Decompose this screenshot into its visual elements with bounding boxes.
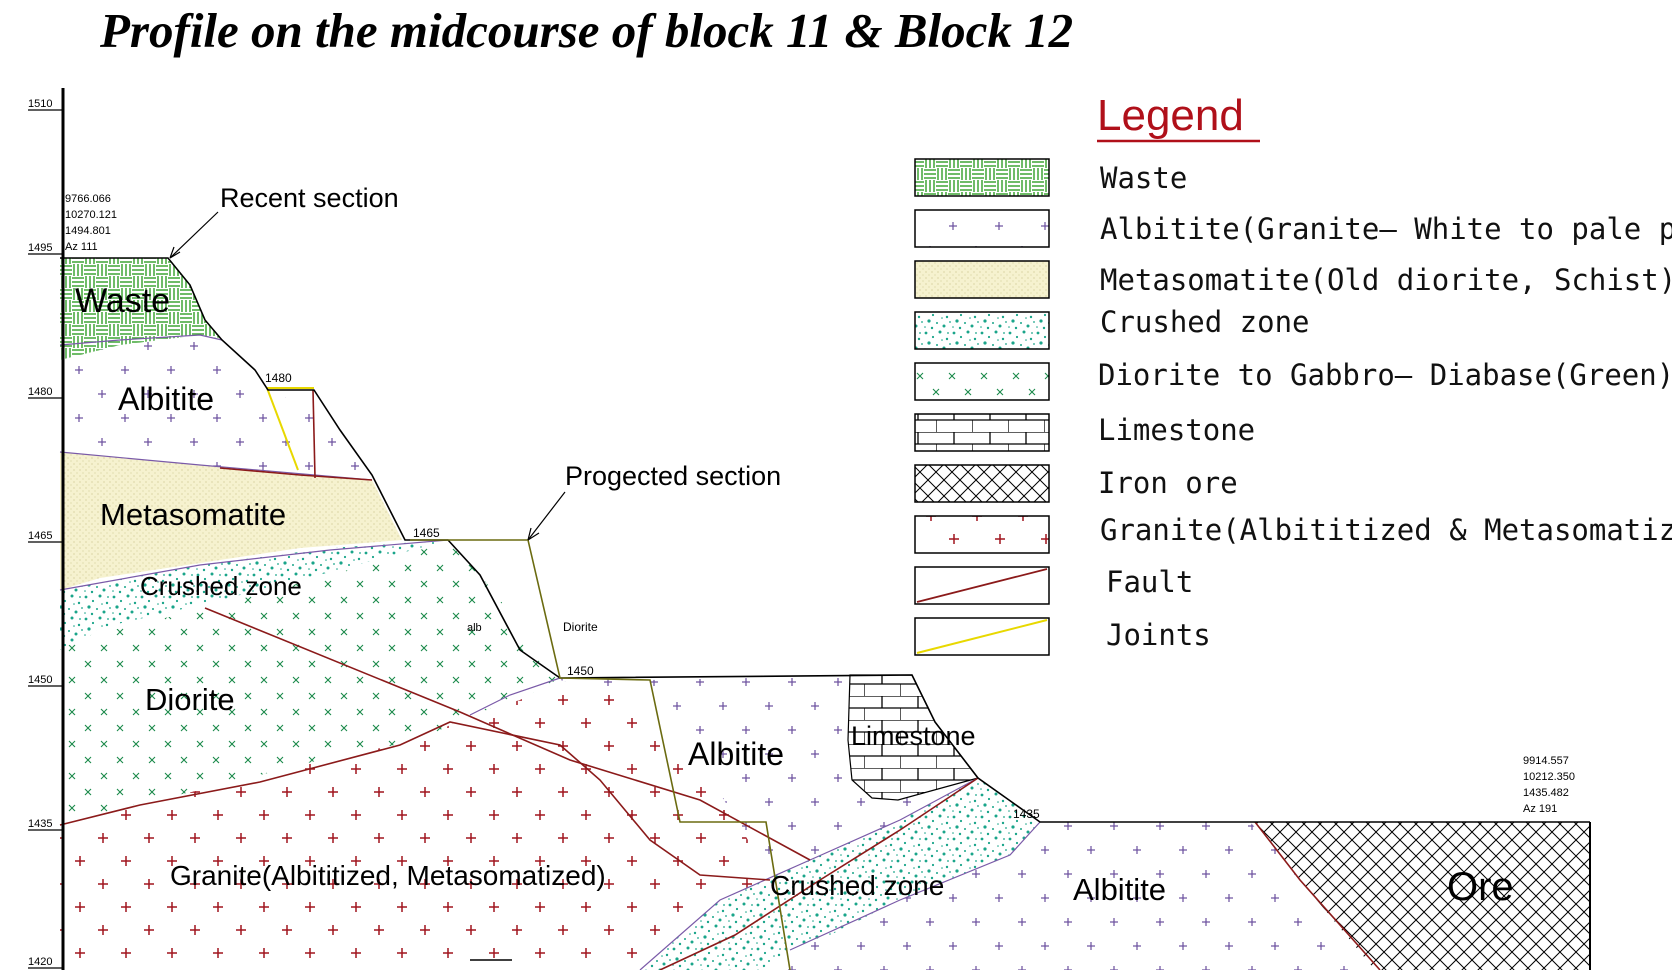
legend-title: Legend xyxy=(1097,91,1244,140)
coord-z-right: 1435.482 xyxy=(1523,787,1569,799)
projected-section-label: Progected section xyxy=(565,461,781,491)
pit-surface-line xyxy=(60,257,1590,823)
tick-label: 1510 xyxy=(28,98,52,110)
bench-1435: 1435 xyxy=(1013,807,1040,821)
tick-label: 1420 xyxy=(28,956,52,968)
bench-labels: 1480 1465 1450 1435 xyxy=(265,371,1040,821)
legend-swatch-waste xyxy=(914,158,1050,197)
bench-1450: 1450 xyxy=(567,664,594,678)
label-metasomatite: Metasomatite xyxy=(100,497,286,532)
legend-swatches xyxy=(914,158,1050,656)
bench-1465: 1465 xyxy=(413,526,440,540)
legend-swatch-limestone xyxy=(914,413,1050,452)
legend-swatch-crushed xyxy=(914,311,1050,350)
label-crushed-lower: Crushed zone xyxy=(770,870,944,901)
annotation-projected-section: Progected section xyxy=(527,461,781,541)
unit-diorite xyxy=(60,542,560,825)
label-diorite: Diorite xyxy=(145,682,235,717)
annotation-recent-section: Recent section xyxy=(169,183,399,259)
legend-label: Iron ore xyxy=(1098,466,1238,500)
tick-label: 1450 xyxy=(28,674,52,686)
legend-label: Waste xyxy=(1100,161,1187,195)
legend-label: Granite(Albititized & Metasomatized) xyxy=(1100,513,1672,547)
coord-x-right: 9914.557 xyxy=(1523,755,1569,767)
tick-label: 1495 xyxy=(28,242,52,254)
unit-waste xyxy=(60,258,220,360)
coord-az-left: Az 111 xyxy=(65,241,98,253)
coords-right: 9914.557 10212.350 1435.482 Az 191 xyxy=(1523,755,1575,815)
unit-crushed-upper xyxy=(60,540,448,650)
label-limestone: Limestone xyxy=(851,721,976,751)
legend-swatch-albitite xyxy=(914,209,1050,248)
legend-label: Fault xyxy=(1106,565,1193,599)
elevation-axis: 1510 1495 1480 1465 1450 1435 1420 xyxy=(28,88,65,970)
legend-swatch-diorite xyxy=(914,362,1050,401)
label-granite: Granite(Albititized, Metasomatized) xyxy=(170,860,606,891)
unit-metasomatite xyxy=(60,452,402,590)
coords-left: 9766.066 10270.121 1494.801 Az 111 xyxy=(65,193,117,253)
joint-lines xyxy=(266,387,314,471)
tick-label: 1465 xyxy=(28,530,52,542)
unit-albitite-right xyxy=(860,822,1390,970)
unit-ore xyxy=(1255,822,1590,970)
recent-section-label: Recent section xyxy=(220,183,399,213)
label-alb-small: alb xyxy=(467,622,482,634)
diagram-title: Profile on the midcourse of block 11 & B… xyxy=(100,3,1074,58)
legend-labels: Waste Albitite(Granite— White to pale pi… xyxy=(1098,161,1672,652)
unit-crushed-lower xyxy=(640,778,1040,970)
label-ore: Ore xyxy=(1447,865,1514,909)
legend-label: Metasomatite(Old diorite, Schist) xyxy=(1100,263,1672,297)
label-waste: Waste xyxy=(75,282,170,320)
coord-x-left: 9766.066 xyxy=(65,193,111,205)
unit-albitite-upper xyxy=(60,335,372,480)
legend-label: Joints xyxy=(1106,618,1211,652)
unit-granite xyxy=(60,680,780,970)
legend-swatch-metasomatite xyxy=(914,260,1050,299)
legend-label: Albitite(Granite— White to pale pink) xyxy=(1100,212,1672,246)
label-diorite-small: Diorite xyxy=(563,620,598,634)
coord-z-left: 1494.801 xyxy=(65,225,111,237)
label-albitite-lower: Albitite xyxy=(1073,872,1166,907)
legend: Legend Waste Albitite(Granite— White to … xyxy=(914,91,1672,656)
coord-y-right: 10212.350 xyxy=(1523,771,1575,783)
tick-label: 1480 xyxy=(28,386,52,398)
coord-az-right: Az 191 xyxy=(1523,803,1557,815)
fault-lines xyxy=(59,389,1381,970)
coord-y-left: 10270.121 xyxy=(65,209,117,221)
label-albitite-mid: Albitite xyxy=(688,736,784,772)
label-albitite-upper: Albitite xyxy=(118,381,214,417)
label-crushed-upper: Crushed zone xyxy=(140,571,302,601)
legend-label: Limestone xyxy=(1098,413,1255,447)
bench-1480: 1480 xyxy=(265,371,292,385)
legend-label: Crushed zone xyxy=(1100,305,1310,339)
legend-label: Diorite to Gabbro— Diabase(Green) xyxy=(1098,358,1672,392)
tick-label: 1435 xyxy=(28,818,52,830)
unit-labels: Waste Albitite Metasomatite Crushed zone… xyxy=(75,282,1514,909)
legend-swatch-iron-ore xyxy=(914,464,1050,503)
legend-swatch-granite xyxy=(914,515,1050,554)
